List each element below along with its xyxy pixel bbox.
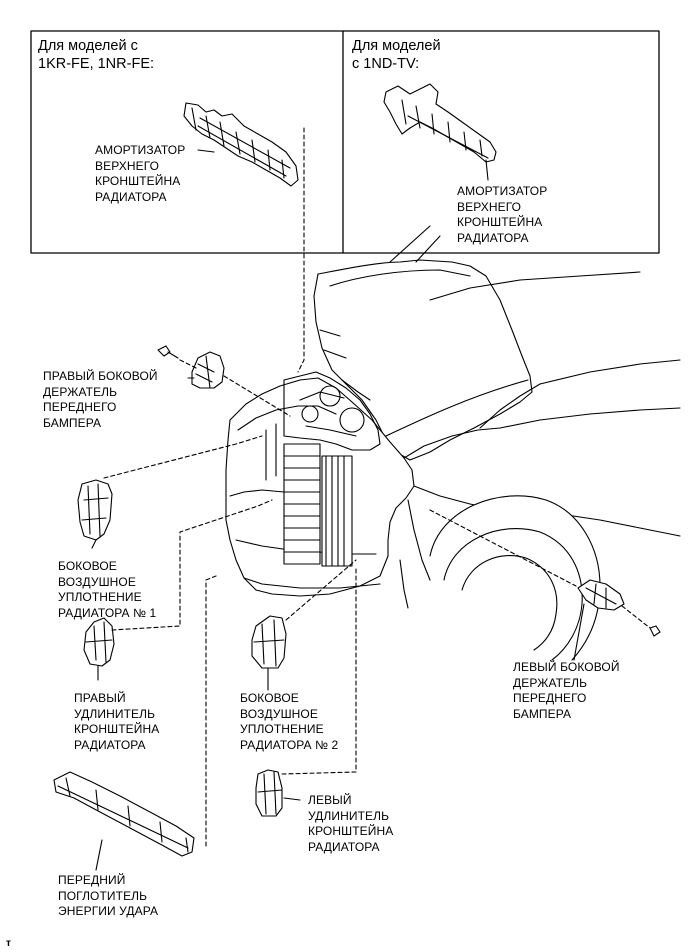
leader-left-extension: [283, 797, 301, 801]
right-bumper-holder-part: [157, 345, 225, 389]
label-side-seal-1: БОКОВОЕ ВОЗДУШНОЕ УПЛОТНЕНИЕ РАДИАТОРА №…: [58, 559, 157, 620]
leader-energy-absorber: [95, 839, 103, 871]
vehicle-front: [225, 225, 681, 661]
upper-bracket-absorber-1nd: [383, 83, 497, 163]
leader-side-seal-1: [91, 539, 97, 549]
label-left-bumper-holder: ЛЕВЫЙ БОКОВОЙ ДЕРЖАТЕЛЬ ПЕРЕДНЕГО БАМПЕР…: [513, 660, 620, 721]
box-2-header: Для моделей с 1ND-TV:: [352, 38, 441, 72]
box-1-header: Для моделей с 1KR-FE, 1NR-FE:: [38, 38, 155, 72]
guide-left-extension: [281, 567, 357, 775]
label-right-bumper-holder: ПРАВЫЙ БОКОВОЙ ДЕРЖАТЕЛЬ ПЕРЕДНЕГО БАМПЕ…: [43, 369, 158, 430]
leader-absorber-1: [197, 149, 215, 153]
guide-right-extension: [111, 499, 273, 631]
side-seal-1-part: [77, 479, 113, 541]
guide-absorber: [297, 127, 305, 373]
variant-boxes: [30, 30, 660, 254]
label-side-seal-2: БОКОВОЕ ВОЗДУШНОЕ УПЛОТНЕНИЕ РАДИАТОРА №…: [240, 691, 339, 752]
side-seal-2-part: [251, 615, 287, 669]
label-absorber-1nd: АМОРТИЗАТОР ВЕРХНЕГО КРОНШТЕЙНА РАДИАТОР…: [457, 184, 548, 245]
guide-energy-absorber: [205, 575, 217, 847]
leader-absorber-2: [485, 159, 489, 181]
leader-left-holder: [573, 603, 585, 661]
left-bumper-holder-part: [577, 579, 661, 637]
guide-left-holder: [429, 509, 651, 629]
figure-code: т: [6, 938, 11, 949]
label-right-extension: ПРАВЫЙ УДЛИНИТЕЛЬ КРОНШТЕЙНА РАДИАТОРА: [74, 691, 160, 752]
label-energy-absorber: ПЕРЕДНИЙ ПОГЛОТИТЕЛЬ ЭНЕРГИИ УДАРА: [58, 873, 159, 918]
right-extension-part: [83, 617, 115, 667]
left-extension-part: [255, 769, 283, 817]
label-left-extension: ЛЕВЫЙ УДЛИНИТЕЛЬ КРОНШТЕЙНА РАДИАТОРА: [308, 793, 394, 854]
guide-right-holder: [179, 359, 291, 417]
guide-side-seal-1: [103, 435, 263, 479]
upper-bracket-absorber-1kr: [183, 102, 299, 187]
energy-absorber-part: [53, 771, 195, 857]
label-absorber-1kr: АМОРТИЗАТОР ВЕРХНЕГО КРОНШТЕЙНА РАДИАТОР…: [95, 143, 186, 204]
guide-side-seal-2: [285, 559, 357, 621]
